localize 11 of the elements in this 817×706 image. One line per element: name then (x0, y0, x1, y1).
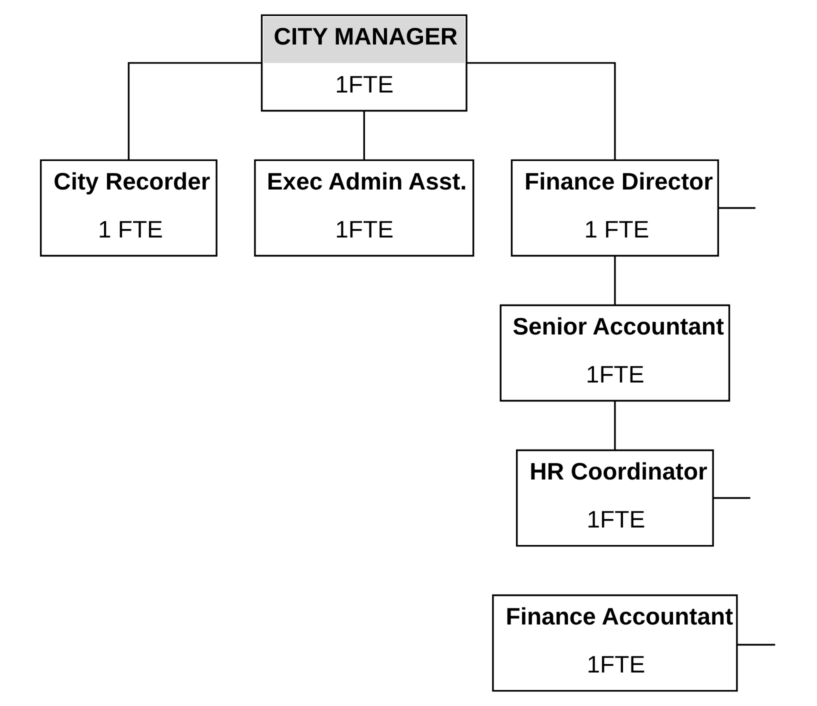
node-box: Exec Admin Asst. 1FTE (254, 159, 474, 257)
node-box: CITY MANAGER 1FTE (260, 14, 468, 112)
connector (128, 62, 262, 160)
connector (713, 497, 750, 499)
connector (363, 111, 365, 160)
connector (466, 62, 616, 160)
connector (614, 401, 616, 450)
node-box: Senior Accountant 1FTE (500, 304, 730, 402)
connector (737, 644, 776, 646)
connector (718, 207, 756, 209)
connector (614, 256, 616, 305)
